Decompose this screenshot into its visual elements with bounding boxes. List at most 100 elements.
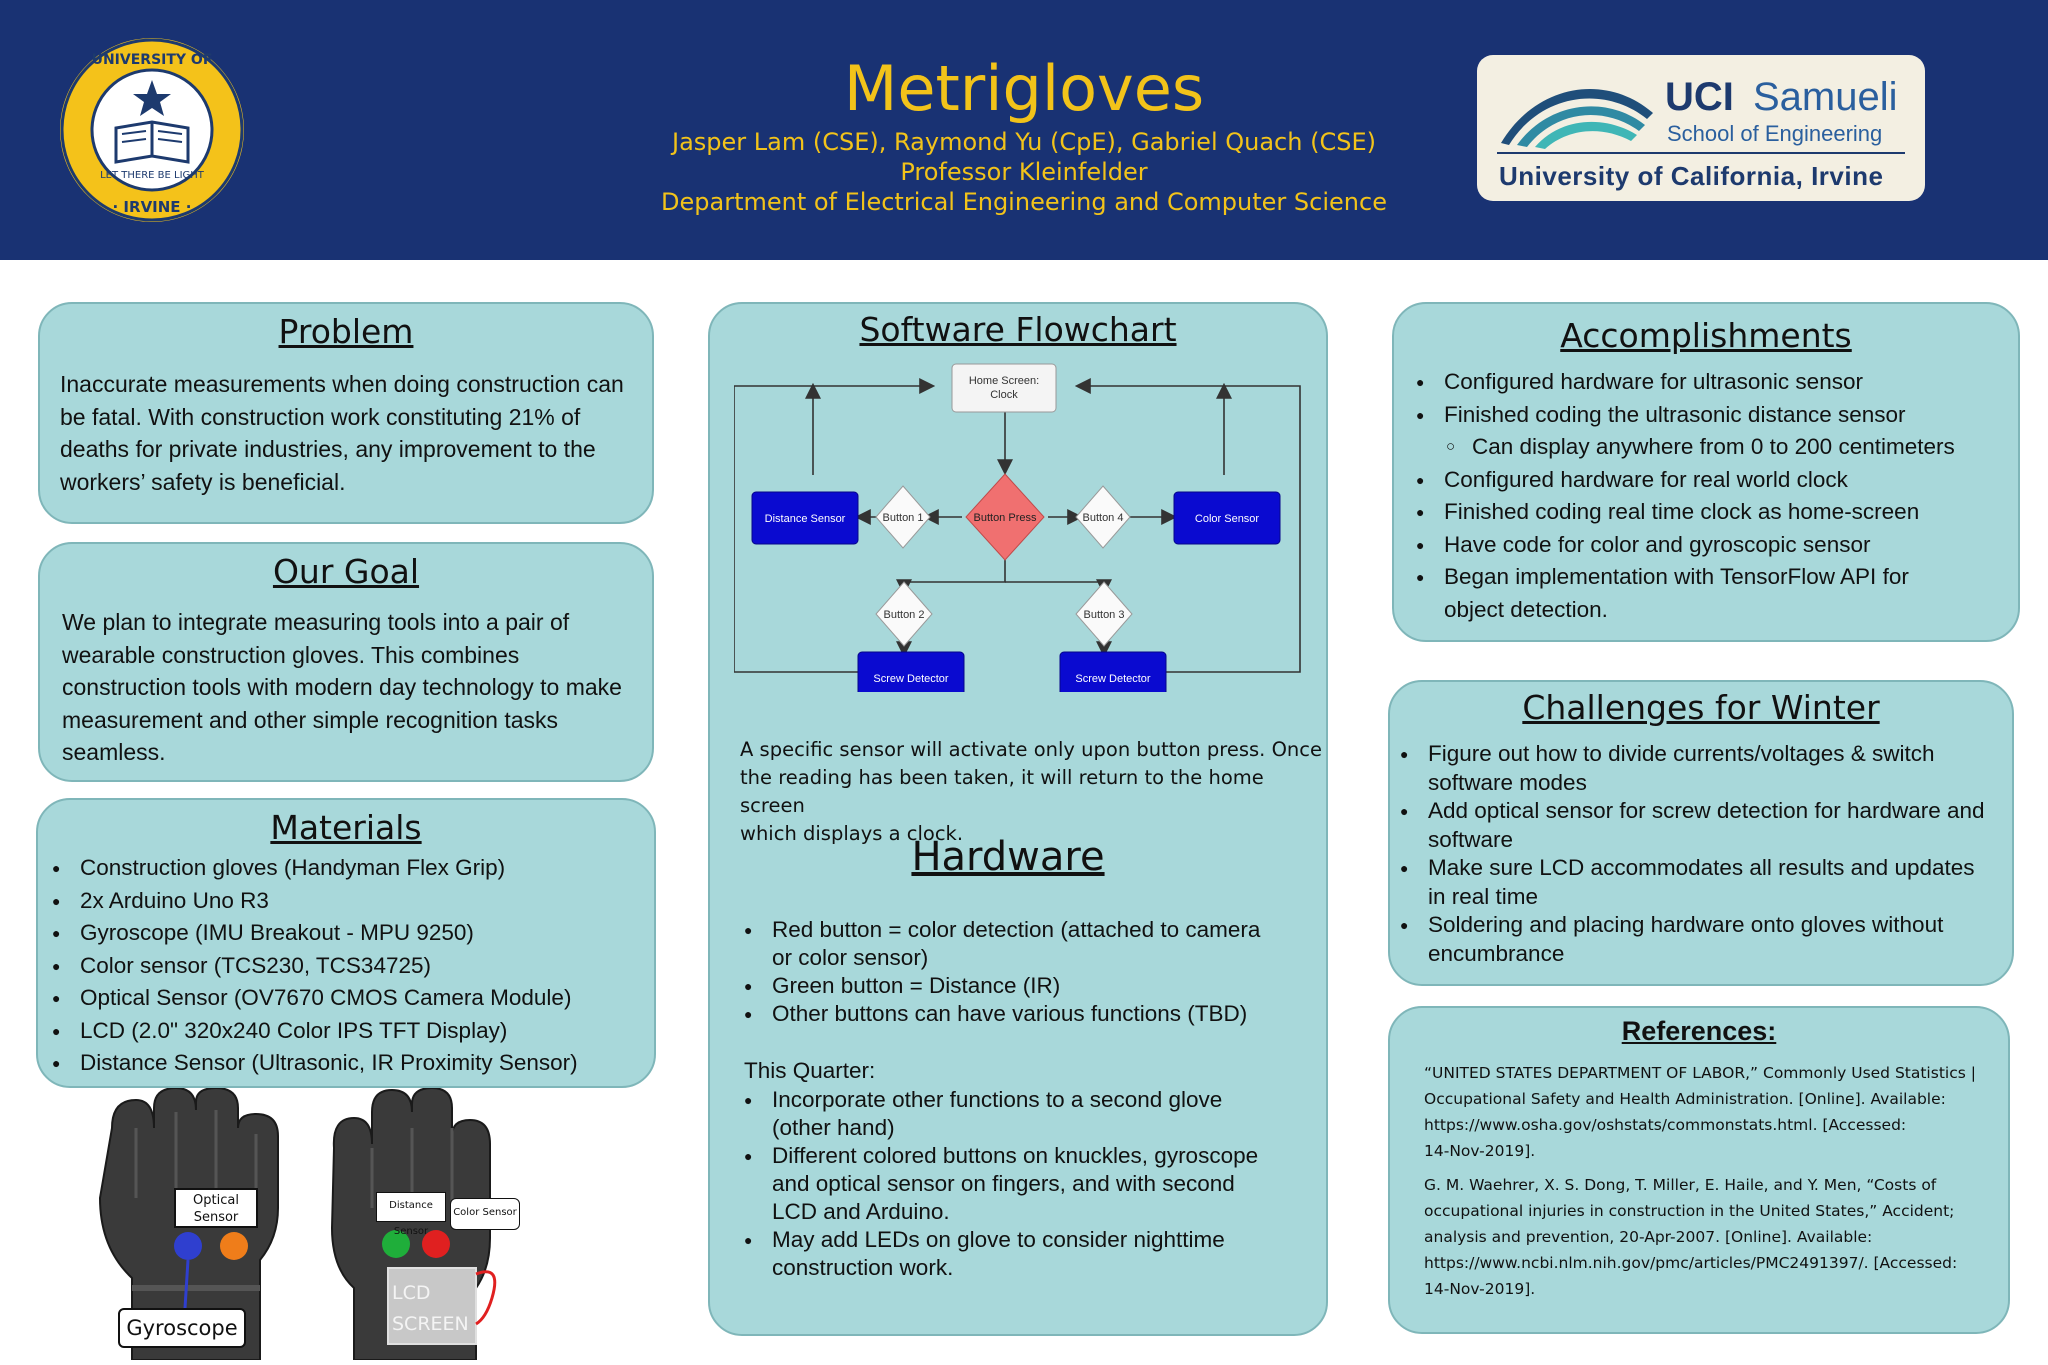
home-label-2: Clock [990, 389, 1018, 401]
screw2-label: Screw Detector [1075, 673, 1151, 685]
materials-title: Materials [270, 808, 422, 847]
goal-line: construction tools with modern day techn… [62, 674, 622, 700]
ref-line: https://www.osha.gov/oshstats/commonstat… [1424, 1116, 1907, 1134]
list-item: LCD (2.0" 320x240 Color IPS TFT Display) [52, 1015, 578, 1048]
goal-panel: Our Goal We plan to integrate measuring … [38, 542, 654, 782]
ref-line: Occupational Safety and Health Administr… [1424, 1090, 1946, 1108]
professor: Professor Kleinfelder [900, 158, 1148, 186]
poster-header: UNIVERSITY OF · IRVINE · LET THERE BE LI… [0, 0, 2048, 260]
button-2-node [875, 581, 933, 647]
list-item: Can display anywhere from 0 to 200 centi… [1416, 431, 1955, 464]
list-item: Have code for color and gyroscopic senso… [1416, 529, 1955, 562]
list-item: Red button = color detection (attached t… [744, 916, 1260, 972]
list-item: Finished coding the ultrasonic distance … [1416, 399, 1955, 432]
ref-line: 14-Nov-2019]. [1424, 1280, 1536, 1298]
list-item: Finished coding real time clock as home-… [1416, 496, 1955, 529]
caption-line: A specific sensor will activate only upo… [740, 738, 1322, 761]
goal-line: wearable construction gloves. This combi… [62, 641, 520, 668]
accomplishments-panel: Accomplishments Configured hardware for … [1392, 302, 2020, 642]
button-1-node [875, 485, 931, 549]
ref-line: https://www.ncbi.nlm.nih.gov/pmc/article… [1424, 1254, 1958, 1272]
challenges-panel: Challenges for Winter Figure out how to … [1388, 680, 2014, 986]
logo-samueli-text: Samueli [1753, 75, 1898, 119]
distance-sensor-label: Distance Sensor [376, 1192, 446, 1237]
lcd-screen-label: LCD SCREEN [392, 1282, 469, 1335]
list-item: Distance Sensor (Ultrasonic, IR Proximit… [52, 1047, 578, 1080]
screw-detector-node [857, 651, 965, 692]
hardware-list: Red button = color detection (attached t… [744, 916, 1260, 1028]
button-3-node [1075, 581, 1133, 647]
poster-title: Metrigloves [843, 52, 1205, 125]
screw1-label: Screw Detector [873, 673, 949, 685]
button-press-node [965, 473, 1045, 561]
list-item: Figure out how to divide currents/voltag… [1400, 740, 1985, 797]
goal-line: measurement and other simple recognition… [62, 706, 559, 733]
materials-panel: Materials Construction gloves (Handyman … [36, 798, 656, 1088]
problem-panel: Problem Inaccurate measurements when doi… [38, 302, 654, 524]
materials-list: Construction gloves (Handyman Flex Grip)… [52, 852, 578, 1080]
authors: Jasper Lam (CSE), Raymond Yu (CpE), Gabr… [672, 128, 1376, 156]
right-glove-icon [330, 1086, 497, 1361]
list-item: Construction gloves (Handyman Flex Grip) [52, 852, 578, 885]
ref-line: analysis and prevention, 20-Apr-2007. [O… [1424, 1228, 1873, 1246]
logo-school-text: School of Engineering [1667, 121, 1883, 146]
list-item: Gyroscope (IMU Breakout - MPU 9250) [52, 917, 578, 950]
color-sensor-label: Color Sensor [450, 1198, 520, 1230]
button-4-node [1075, 485, 1131, 549]
list-item: Different colored buttons on knuckles, g… [744, 1142, 1258, 1226]
list-item: Add optical sensor for screw detection f… [1400, 797, 1985, 854]
distance-sensor-node [751, 491, 859, 545]
goal-line: We plan to integrate measuring tools int… [62, 609, 570, 635]
software-hardware-panel: Software Flowchart [708, 302, 1328, 1336]
b4-label: Button 4 [1083, 512, 1124, 524]
logo-uci-text: UCI [1665, 75, 1734, 119]
goal-text: We plan to integrate measuring tools int… [62, 606, 622, 769]
uc-irvine-seal: UNIVERSITY OF · IRVINE · LET THERE BE LI… [58, 36, 246, 224]
goal-title: Our Goal [272, 552, 420, 591]
list-item: Green button = Distance (IR) [744, 972, 1260, 1000]
problem-title: Problem [278, 312, 414, 351]
svg-text:LET THERE BE LIGHT: LET THERE BE LIGHT [100, 170, 205, 181]
quarter-list: Incorporate other functions to a second … [744, 1086, 1258, 1282]
problem-line: workers’ safety is beneficial. [60, 468, 346, 495]
flowchart-caption: A specific sensor will activate only upo… [740, 736, 1326, 848]
logo-university-text: University of California, Irvine [1499, 161, 1884, 191]
references-panel: References: “UNITED STATES DEPARTMENT OF… [1388, 1006, 2010, 1334]
uci-wave-icon [1501, 89, 1653, 149]
problem-text: Inaccurate measurements when doing const… [60, 368, 624, 498]
color-label: Color Sensor [1195, 513, 1260, 525]
optical-sensor-label: Optical Sensor [174, 1188, 258, 1228]
list-item: Configured hardware for real world clock [1416, 464, 1955, 497]
screw-detector-node [1059, 651, 1167, 692]
list-item: Began implementation with TensorFlow API… [1416, 561, 1955, 626]
quarter-label: This Quarter: [744, 1058, 876, 1083]
ref-line: “UNITED STATES DEPARTMENT OF LABOR,” Com… [1424, 1064, 1976, 1082]
caption-line: the reading has been taken, it will retu… [740, 766, 1264, 817]
uci-samueli-logo: UCI Samueli School of Engineering Univer… [1477, 55, 1925, 201]
flowchart-title: Software Flowchart [859, 310, 1177, 349]
list-item: 2x Arduino Uno R3 [52, 885, 578, 918]
gyroscope-label: Gyroscope [118, 1308, 246, 1348]
list-item: Color sensor (TCS230, TCS34725) [52, 950, 578, 983]
seal-icon: UNIVERSITY OF · IRVINE · LET THERE BE LI… [60, 38, 244, 222]
b1-label: Button 1 [883, 512, 924, 524]
caption-line: which displays a clock. [740, 822, 964, 845]
problem-line: Inaccurate measurements when doing const… [60, 371, 624, 397]
hardware-title: Hardware [911, 834, 1105, 880]
color-sensor-node [1173, 491, 1281, 545]
glove-image [98, 1086, 497, 1361]
list-item: Optical Sensor (OV7670 CMOS Camera Modul… [52, 982, 578, 1015]
ref-line: G. M. Waehrer, X. S. Dong, T. Miller, E.… [1424, 1176, 1937, 1194]
accomplishments-list: Configured hardware for ultrasonic senso… [1416, 366, 1955, 626]
b2-label: Button 2 [884, 609, 925, 621]
ref-line: 14-Nov-2019]. [1424, 1142, 1536, 1160]
accomplishments-title: Accomplishments [1560, 316, 1852, 355]
svg-text:UNIVERSITY OF: UNIVERSITY OF [92, 52, 213, 68]
problem-line: deaths for private industries, any impro… [60, 436, 596, 462]
list-item: May add LEDs on glove to consider nightt… [744, 1226, 1258, 1282]
distance-label: Distance Sensor [765, 513, 846, 525]
references-title: References: [1621, 1016, 1777, 1046]
b3-label: Button 3 [1084, 609, 1125, 621]
list-item: Soldering and placing hardware onto glov… [1400, 911, 1985, 968]
reference-2: G. M. Waehrer, X. S. Dong, T. Miller, E.… [1424, 1172, 1957, 1302]
